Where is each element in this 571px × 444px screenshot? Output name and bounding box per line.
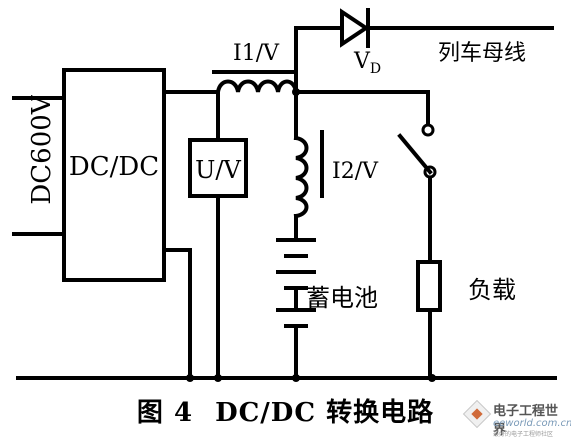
watermark-name: 电子工程世界 xyxy=(493,404,559,438)
dcdc-converter-box xyxy=(62,68,166,282)
train-bus-label: 列车母线 xyxy=(438,41,526,66)
watermark: 电子工程世界 eeworld.com.cn 最好的电子工程师社区 xyxy=(462,398,571,438)
current-sensor-1-label: I1/V xyxy=(233,41,280,66)
current-sensor-2-label: I2/V xyxy=(332,159,379,184)
switch-top-contact xyxy=(421,123,435,137)
dcdc-converter-label: DC/DC xyxy=(69,152,159,182)
input-label: DC600V xyxy=(27,94,57,204)
current-sensor-1-coil xyxy=(215,79,299,95)
converter-return-wire xyxy=(162,248,192,380)
figure-number: 图 4 xyxy=(136,398,194,428)
circuit-diagram: DC600V DC/DC U/V I1/V xyxy=(12,8,557,382)
current-sensor-2-coil xyxy=(293,135,309,219)
input-wires xyxy=(12,96,66,236)
watermark-slogan: 最好的电子工程师社区 xyxy=(493,431,554,438)
battery xyxy=(276,234,316,380)
voltage-sensor-label: U/V xyxy=(195,156,241,184)
battery-label: 蓄电池 xyxy=(306,284,378,312)
diode-triangle xyxy=(340,8,370,48)
diode-label: VD xyxy=(353,49,381,77)
load-label: 负载 xyxy=(468,276,516,304)
load-resistor xyxy=(416,260,442,312)
switch-blade xyxy=(397,133,433,175)
watermark-url: eeworld.com.cn xyxy=(493,418,571,429)
figure-caption: 图 4 DC/DC 转换电路 xyxy=(0,392,571,429)
figure-title: DC/DC 转换电路 xyxy=(215,398,435,428)
watermark-logo-icon xyxy=(462,399,492,429)
